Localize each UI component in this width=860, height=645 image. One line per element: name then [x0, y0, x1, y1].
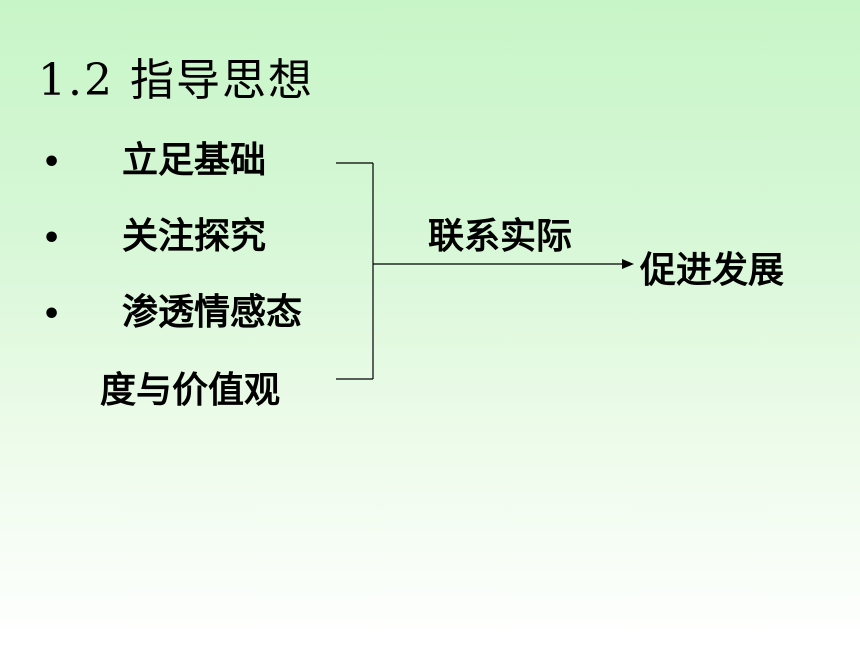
- arrow-head: [622, 259, 634, 269]
- bullet-text: 关注探究: [122, 215, 267, 257]
- bullet-marker: •: [42, 297, 62, 332]
- connector-label: 联系实际: [428, 215, 573, 257]
- bullet-marker: •: [42, 221, 62, 256]
- slide-title: 1.2 指导思想: [38, 55, 314, 106]
- bullet-text: 渗透情感态: [122, 291, 303, 333]
- bullet-marker: •: [42, 145, 62, 180]
- bullet-item: • 关注探究: [42, 214, 266, 261]
- bullet-item: • 立足基础: [42, 138, 266, 185]
- bullet-continuation: 度与价值观: [100, 369, 281, 411]
- bullet-item: • 渗透情感态: [42, 290, 302, 337]
- bullet-text: 立足基础: [122, 139, 267, 181]
- result-label: 促进发展: [640, 249, 785, 291]
